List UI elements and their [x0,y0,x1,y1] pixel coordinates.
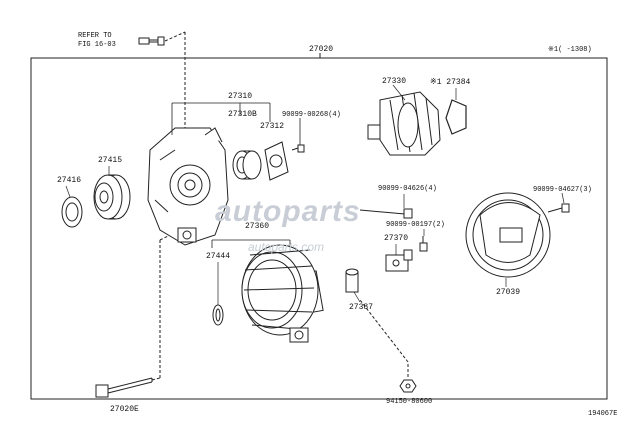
part-label-27039: 27039 [496,288,521,297]
assembly-number: 27020 [309,45,334,54]
watermark-url: autoparts.com [248,240,325,254]
bracket-27360 [211,239,291,250]
retainer-plate-icon [264,141,289,181]
pulley-icon [93,174,131,220]
part-label-27310: 27310 [228,92,253,101]
refer-note-line1: REFER TO [78,32,112,40]
bracket-27310 [171,102,301,150]
part-label-27360: 27360 [245,222,270,231]
part-label-27415: 27415 [98,156,123,165]
small-screw-icon [291,144,305,153]
part-label-27330: 27330 [382,77,407,86]
leader-lines [65,84,565,305]
part-label-27444: 27444 [206,252,231,261]
spacer-icon [61,196,83,228]
terminal-icon [345,268,359,293]
part-label-27020e: 27020E [110,405,139,414]
part-label-27416: 27416 [57,176,82,185]
top-bolt-icon [138,31,186,130]
part-label-94150-80600: 94150-80600 [386,398,433,406]
assembly-frame [30,57,608,400]
part-label-90099-04627: 90099-04627(3) [533,186,592,194]
nut-icon [359,299,417,393]
part-label-90099-00197: 90099-00197(2) [386,221,445,229]
part-label-27370: 27370 [384,234,409,243]
refer-note-line2: FIG 16-03 [78,41,116,49]
through-bolt-icon [359,208,413,219]
figure-id: 194067E [588,410,618,418]
stator-icon [241,244,324,343]
o-ring-icon [212,304,224,326]
front-housing-icon [147,127,229,246]
part-label-27310b: 27310B [228,110,257,119]
part-label-90099-04626: 90099-04626(4) [378,185,437,193]
long-bolt-icon [95,229,181,398]
part-label-90099-00268: 90099-00268(4) [282,111,341,119]
part-label-27387: 27387 [349,303,374,312]
regulator-screw-icon [419,236,428,252]
snap-ring-icon [445,99,467,135]
rear-cover-icon [465,192,551,278]
cover-screw-icon [547,203,570,213]
watermark-logo: autoparts [215,195,361,228]
regulator-icon [385,249,413,272]
part-label-27312: 27312 [260,122,285,131]
part-label-27384: ※1 27384 [430,78,471,87]
date-note: ※1( -1308) [548,46,592,54]
rotor-icon [367,91,441,156]
bearing-icon [232,150,262,180]
